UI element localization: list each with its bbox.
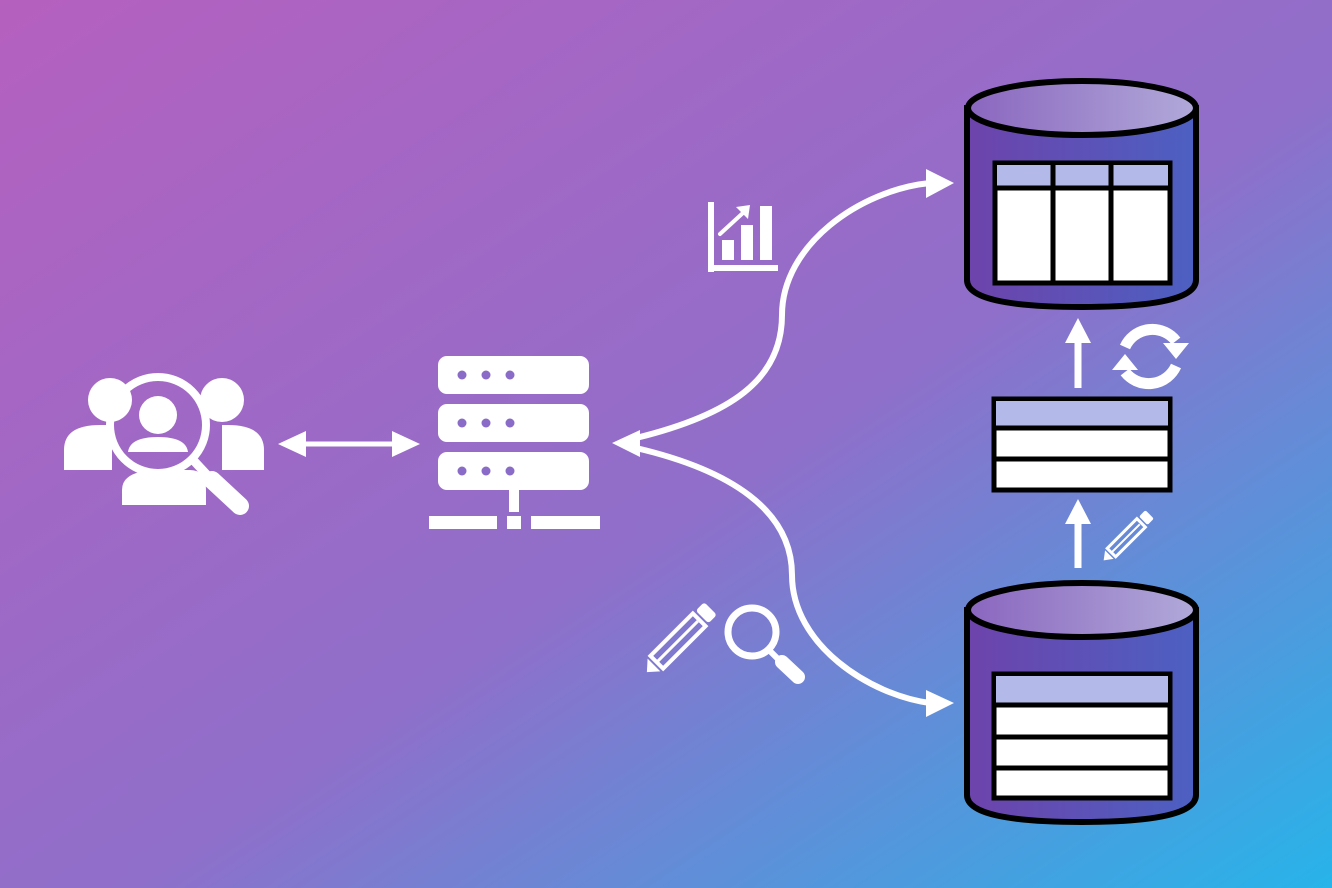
server-inbound-arrowhead: [612, 430, 640, 457]
server-rack-icon: [429, 356, 600, 529]
users-server-arrow: [278, 431, 420, 457]
sync-icon: [1112, 323, 1189, 390]
server-analytics-connector: [635, 169, 954, 441]
buffer-to-analytics-arrow: [1065, 318, 1091, 388]
transactional-to-buffer-arrow: [1065, 499, 1091, 568]
row-table-icon: [991, 396, 1173, 493]
pencil-icon: [646, 603, 716, 673]
user-search-group-icon: [64, 373, 264, 515]
database-columnar-icon: [964, 78, 1199, 311]
pencil-icon: [1103, 510, 1154, 561]
database-row-icon: [964, 580, 1199, 826]
bar-chart-icon: [708, 202, 778, 272]
server-transactional-connector: [635, 445, 954, 717]
magnifier-icon: [724, 604, 805, 684]
